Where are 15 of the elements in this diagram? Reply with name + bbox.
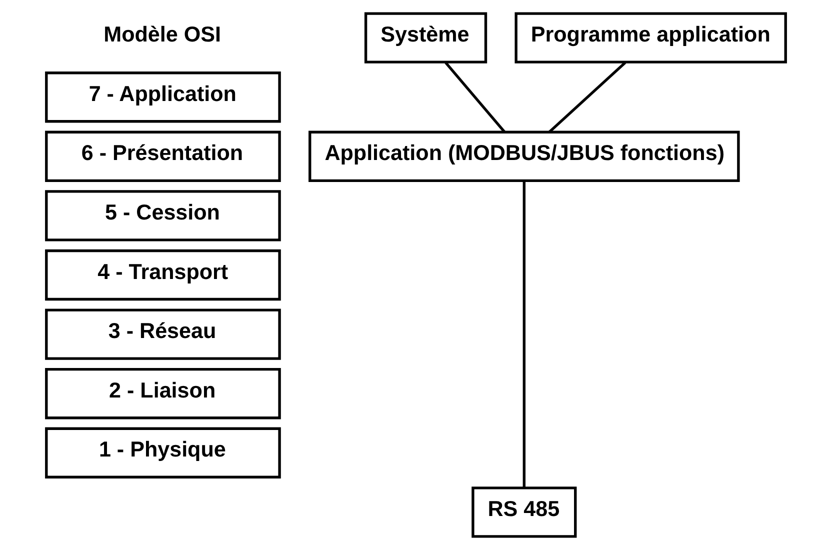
node-box: 4 - Transport bbox=[45, 249, 281, 301]
node-box: 3 - Réseau bbox=[45, 308, 281, 360]
node-box: RS 485 bbox=[472, 486, 577, 538]
node-box: Système bbox=[364, 12, 488, 64]
node-box: Application (MODBUS/JBUS fonctions) bbox=[308, 130, 740, 182]
node-box: 1 - Physique bbox=[45, 427, 281, 478]
node-box: 5 - Cession bbox=[45, 190, 281, 242]
label: Modèle OSI bbox=[104, 22, 222, 47]
node-box: 7 - Application bbox=[45, 72, 281, 123]
connector bbox=[522, 180, 526, 488]
node-box: Programme application bbox=[514, 12, 787, 64]
connector bbox=[444, 62, 506, 133]
connector bbox=[548, 62, 626, 134]
node-box: 6 - Présentation bbox=[45, 130, 281, 182]
node-box: 2 - Liaison bbox=[45, 368, 281, 420]
